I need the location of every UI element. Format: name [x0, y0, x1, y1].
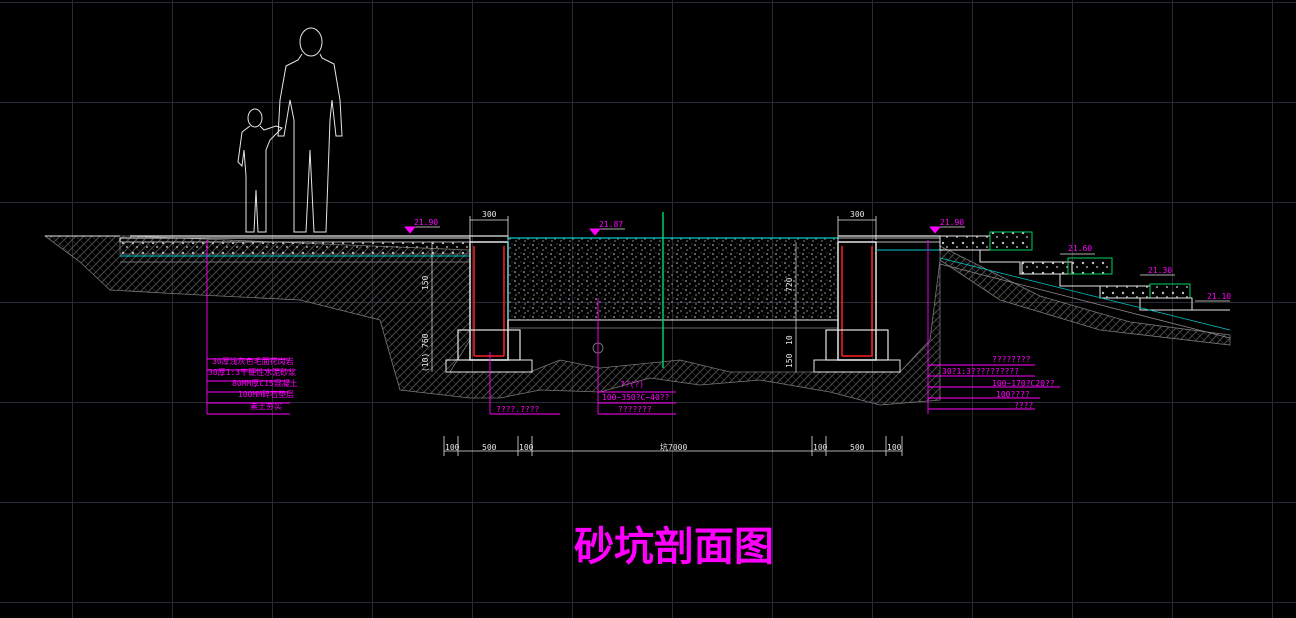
left-wall-callout: ????.???? — [496, 405, 540, 414]
bottom-dimension-line — [443, 436, 903, 456]
elev-step2: 21.30 — [1148, 266, 1172, 275]
human-figures — [237, 27, 343, 233]
left-paving-bed — [119, 241, 471, 255]
left-callout-2: 30厚1:3干硬性水泥砂浆 — [208, 367, 296, 377]
left-wall — [469, 241, 509, 361]
earth-hatch — [43, 235, 1231, 406]
right-wall — [837, 241, 877, 361]
vdim-right-3: 150 — [785, 353, 794, 368]
vdim-right-1: 720 — [785, 277, 794, 292]
sand-fill — [507, 237, 839, 321]
dim-b4: 坑7000 — [660, 442, 687, 452]
stepped-planter — [939, 231, 1231, 339]
left-footing-base — [445, 359, 533, 373]
left-callout-3: 80MM厚C15混凝土 — [232, 378, 298, 388]
right-callout-3: 100~170?C20?? — [992, 379, 1055, 388]
vdim-left-2: 760 — [421, 333, 430, 348]
dim-b6: 500 — [850, 443, 865, 452]
right-callout-4: 100???? — [996, 390, 1030, 399]
vdim-left-3: 150 — [421, 275, 430, 290]
vdim-right-2: 10 — [785, 335, 794, 345]
right-callout-1: ???????? — [992, 355, 1031, 364]
leader-lines — [206, 240, 1060, 415]
right-callout-5: ???? — [1014, 401, 1033, 410]
elev-step3: 21.10 — [1207, 292, 1231, 301]
elevation-markers — [404, 226, 1230, 302]
elev-center: 21.87 — [599, 220, 623, 229]
dim-b2: 500 — [482, 443, 497, 452]
right-footing-base — [813, 359, 901, 373]
center-callout-2: 100~350?C~40?? — [602, 393, 670, 402]
dim-right-wall: 300 — [850, 210, 865, 219]
dim-b1: 100 — [445, 443, 460, 452]
dim-b7: 100 — [887, 443, 902, 452]
elev-step1: 21.60 — [1068, 244, 1092, 253]
left-callout-1: 30厚浅灰色毛面花岗岩 — [212, 356, 294, 366]
left-callout-4: 100MM碎石垫层 — [238, 389, 294, 399]
center-callout-3: ??????? — [618, 405, 652, 414]
vdim-left-1: (10) — [421, 353, 430, 372]
dim-left-wall: 300 — [482, 210, 497, 219]
drawing-title: 砂坑剖面图 — [574, 523, 774, 570]
dim-b3: 100 — [519, 443, 534, 452]
elev-right-pit: 21.90 — [940, 218, 964, 227]
dim-b5: 100 — [813, 443, 828, 452]
elev-left: 21.90 — [414, 218, 438, 227]
right-callout-2: 30?1:3?????????? — [942, 367, 1019, 376]
left-callout-5: 素土夯实 — [250, 401, 282, 411]
center-callout-1: ??(?) — [620, 380, 644, 389]
